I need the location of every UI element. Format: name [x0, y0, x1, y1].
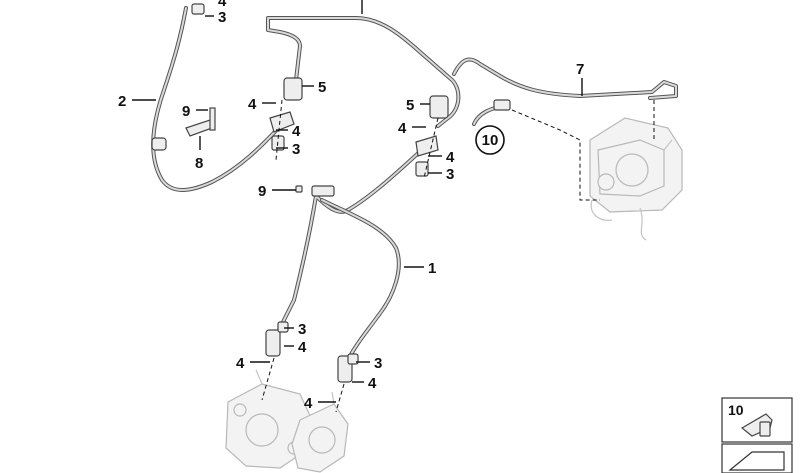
callout-4-caliper-right: 4 — [368, 375, 377, 392]
brake-line-7 — [452, 57, 678, 126]
leader-lines — [132, 0, 583, 403]
grommet-8 — [151, 119, 213, 151]
callout-9-lower: 9 — [258, 183, 266, 200]
callout-4-left: 4 — [248, 96, 257, 113]
callout-3-right: 3 — [446, 166, 454, 183]
callout-3-caliper-right: 3 — [374, 355, 382, 372]
callout-3-top: 3 — [218, 9, 226, 26]
callout-10-circled: 10 — [475, 125, 505, 155]
callout-5-right: 5 — [406, 97, 414, 114]
callout-3-left: 3 — [292, 141, 300, 158]
bolt-9-upper — [209, 107, 216, 131]
hose-clip-top — [191, 3, 205, 15]
callout-10-circled-label: 10 — [482, 132, 499, 149]
callout-2: 2 — [118, 93, 126, 110]
callout-1: 1 — [428, 260, 436, 277]
callout-4-caliper-right-outer: 4 — [304, 395, 313, 412]
legend-item-ghost-part — [721, 443, 793, 473]
rear-brake-caliper-right — [291, 391, 349, 473]
dash-left-caliper — [261, 357, 275, 401]
banjo-fitting-5-right — [415, 95, 449, 177]
line-connector-10 — [493, 99, 511, 111]
brake-line-1 — [274, 144, 428, 362]
callout-3-caliper-left: 3 — [298, 321, 306, 338]
callout-4-caliper-left: 4 — [298, 339, 307, 356]
banjo-fitting-5-left — [269, 77, 303, 151]
legend-item-10-number: 10 — [728, 402, 744, 418]
dash-abs-link — [511, 109, 600, 201]
distribution-block-9 — [295, 185, 335, 197]
callout-5-left: 5 — [318, 79, 326, 96]
brake-line-upper — [266, 16, 461, 128]
callout-7: 7 — [576, 61, 584, 78]
callout-4-left-lower: 4 — [292, 123, 301, 140]
legend-item-10: 10 — [721, 397, 793, 443]
callout-4-caliper-left-outer: 4 — [236, 355, 245, 372]
abs-pressure-modulator — [589, 117, 683, 241]
callout-4-top: 4 — [218, 0, 227, 10]
callout-9-upper: 9 — [182, 103, 190, 120]
dash-right-upper — [423, 117, 439, 179]
dash-right-caliper — [335, 383, 345, 413]
caliper-fitting-left — [265, 321, 289, 357]
callout-4-right-lower: 4 — [446, 149, 455, 166]
legend-connector-icon — [740, 413, 773, 437]
brake-line-2 — [151, 6, 286, 192]
callout-8: 8 — [195, 155, 203, 172]
callout-4-right: 4 — [398, 120, 407, 137]
caliper-fitting-right — [337, 353, 359, 383]
